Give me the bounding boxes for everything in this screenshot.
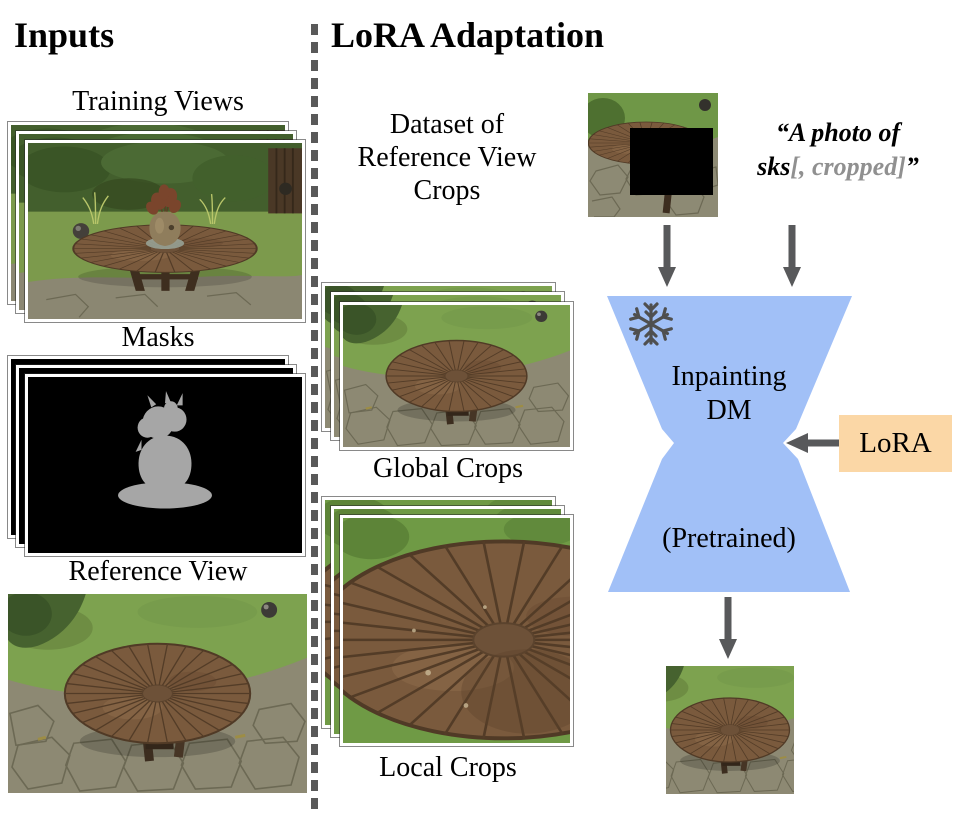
global-crops-stack xyxy=(322,283,577,453)
training-view-photo-front xyxy=(25,140,305,322)
local-crop-photo-front xyxy=(340,515,573,746)
local-crops-label: Local Crops xyxy=(379,752,517,783)
inpainting-dm-label: Inpainting DM xyxy=(671,361,787,426)
lora-label: LoRA xyxy=(859,427,932,459)
arrow-down-icon xyxy=(783,225,801,287)
arrow-down-icon xyxy=(719,597,737,659)
section-divider xyxy=(311,24,318,814)
global-crop-photo-front xyxy=(340,302,573,450)
arrow-down-icon xyxy=(658,225,676,287)
global-crops-label: Global Crops xyxy=(372,453,524,484)
masks-label: Masks xyxy=(121,322,195,353)
masked-crop-photo xyxy=(588,93,718,217)
reference-view-label: Reference View xyxy=(68,556,248,587)
mask-image-front xyxy=(25,374,305,556)
inputs-title: Inputs xyxy=(14,15,115,55)
lora-box: LoRA xyxy=(839,415,952,472)
prompt-cropped-suffix: [, cropped] xyxy=(790,152,906,181)
snowflake-icon xyxy=(629,302,673,346)
training-views-stack xyxy=(8,122,310,324)
lora-adaptation-title: LoRA Adaptation xyxy=(331,15,605,55)
training-views-label: Training Views xyxy=(72,86,244,117)
output-inpainted-photo xyxy=(666,666,794,794)
inpainting-dm-hourglass xyxy=(607,296,852,592)
text-prompt: “A photo of sks[, cropped]” xyxy=(757,118,919,181)
dataset-of-reference-view-crops-label: Dataset of Reference View Crops xyxy=(357,109,537,206)
arrow-left-icon xyxy=(786,433,840,453)
local-crops-stack xyxy=(322,497,577,749)
prompt-sks-token: sks xyxy=(757,152,791,181)
masks-stack xyxy=(8,356,310,558)
pretrained-label: (Pretrained) xyxy=(662,523,796,554)
reference-view-photo xyxy=(8,594,307,793)
